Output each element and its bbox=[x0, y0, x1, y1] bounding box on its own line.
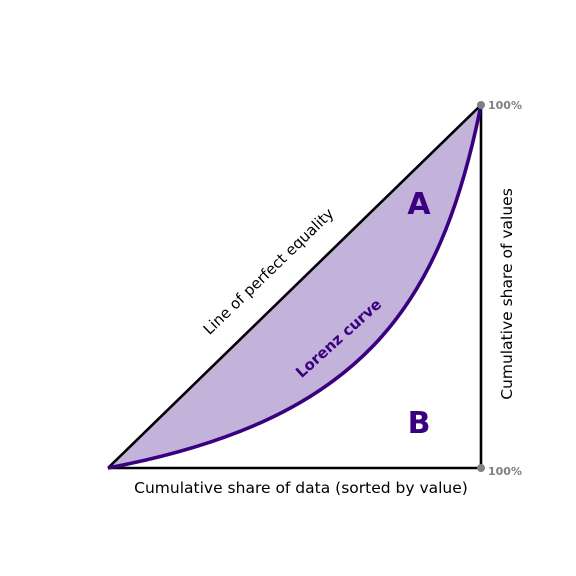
equality-line bbox=[107, 104, 482, 469]
right-percent-label: 100% bbox=[488, 465, 522, 478]
lorenz-curve bbox=[107, 104, 483, 470]
area-a-label: A bbox=[407, 187, 431, 222]
y-axis-label: Cumulative share of values bbox=[498, 188, 516, 400]
top-endpoint-marker bbox=[477, 101, 485, 109]
area-b-label: B bbox=[408, 406, 431, 441]
top-percent-label: 100% bbox=[488, 99, 522, 112]
x-axis-label: Cumulative share of data (sorted by valu… bbox=[134, 479, 468, 497]
bottom-endpoint-marker bbox=[477, 464, 485, 472]
